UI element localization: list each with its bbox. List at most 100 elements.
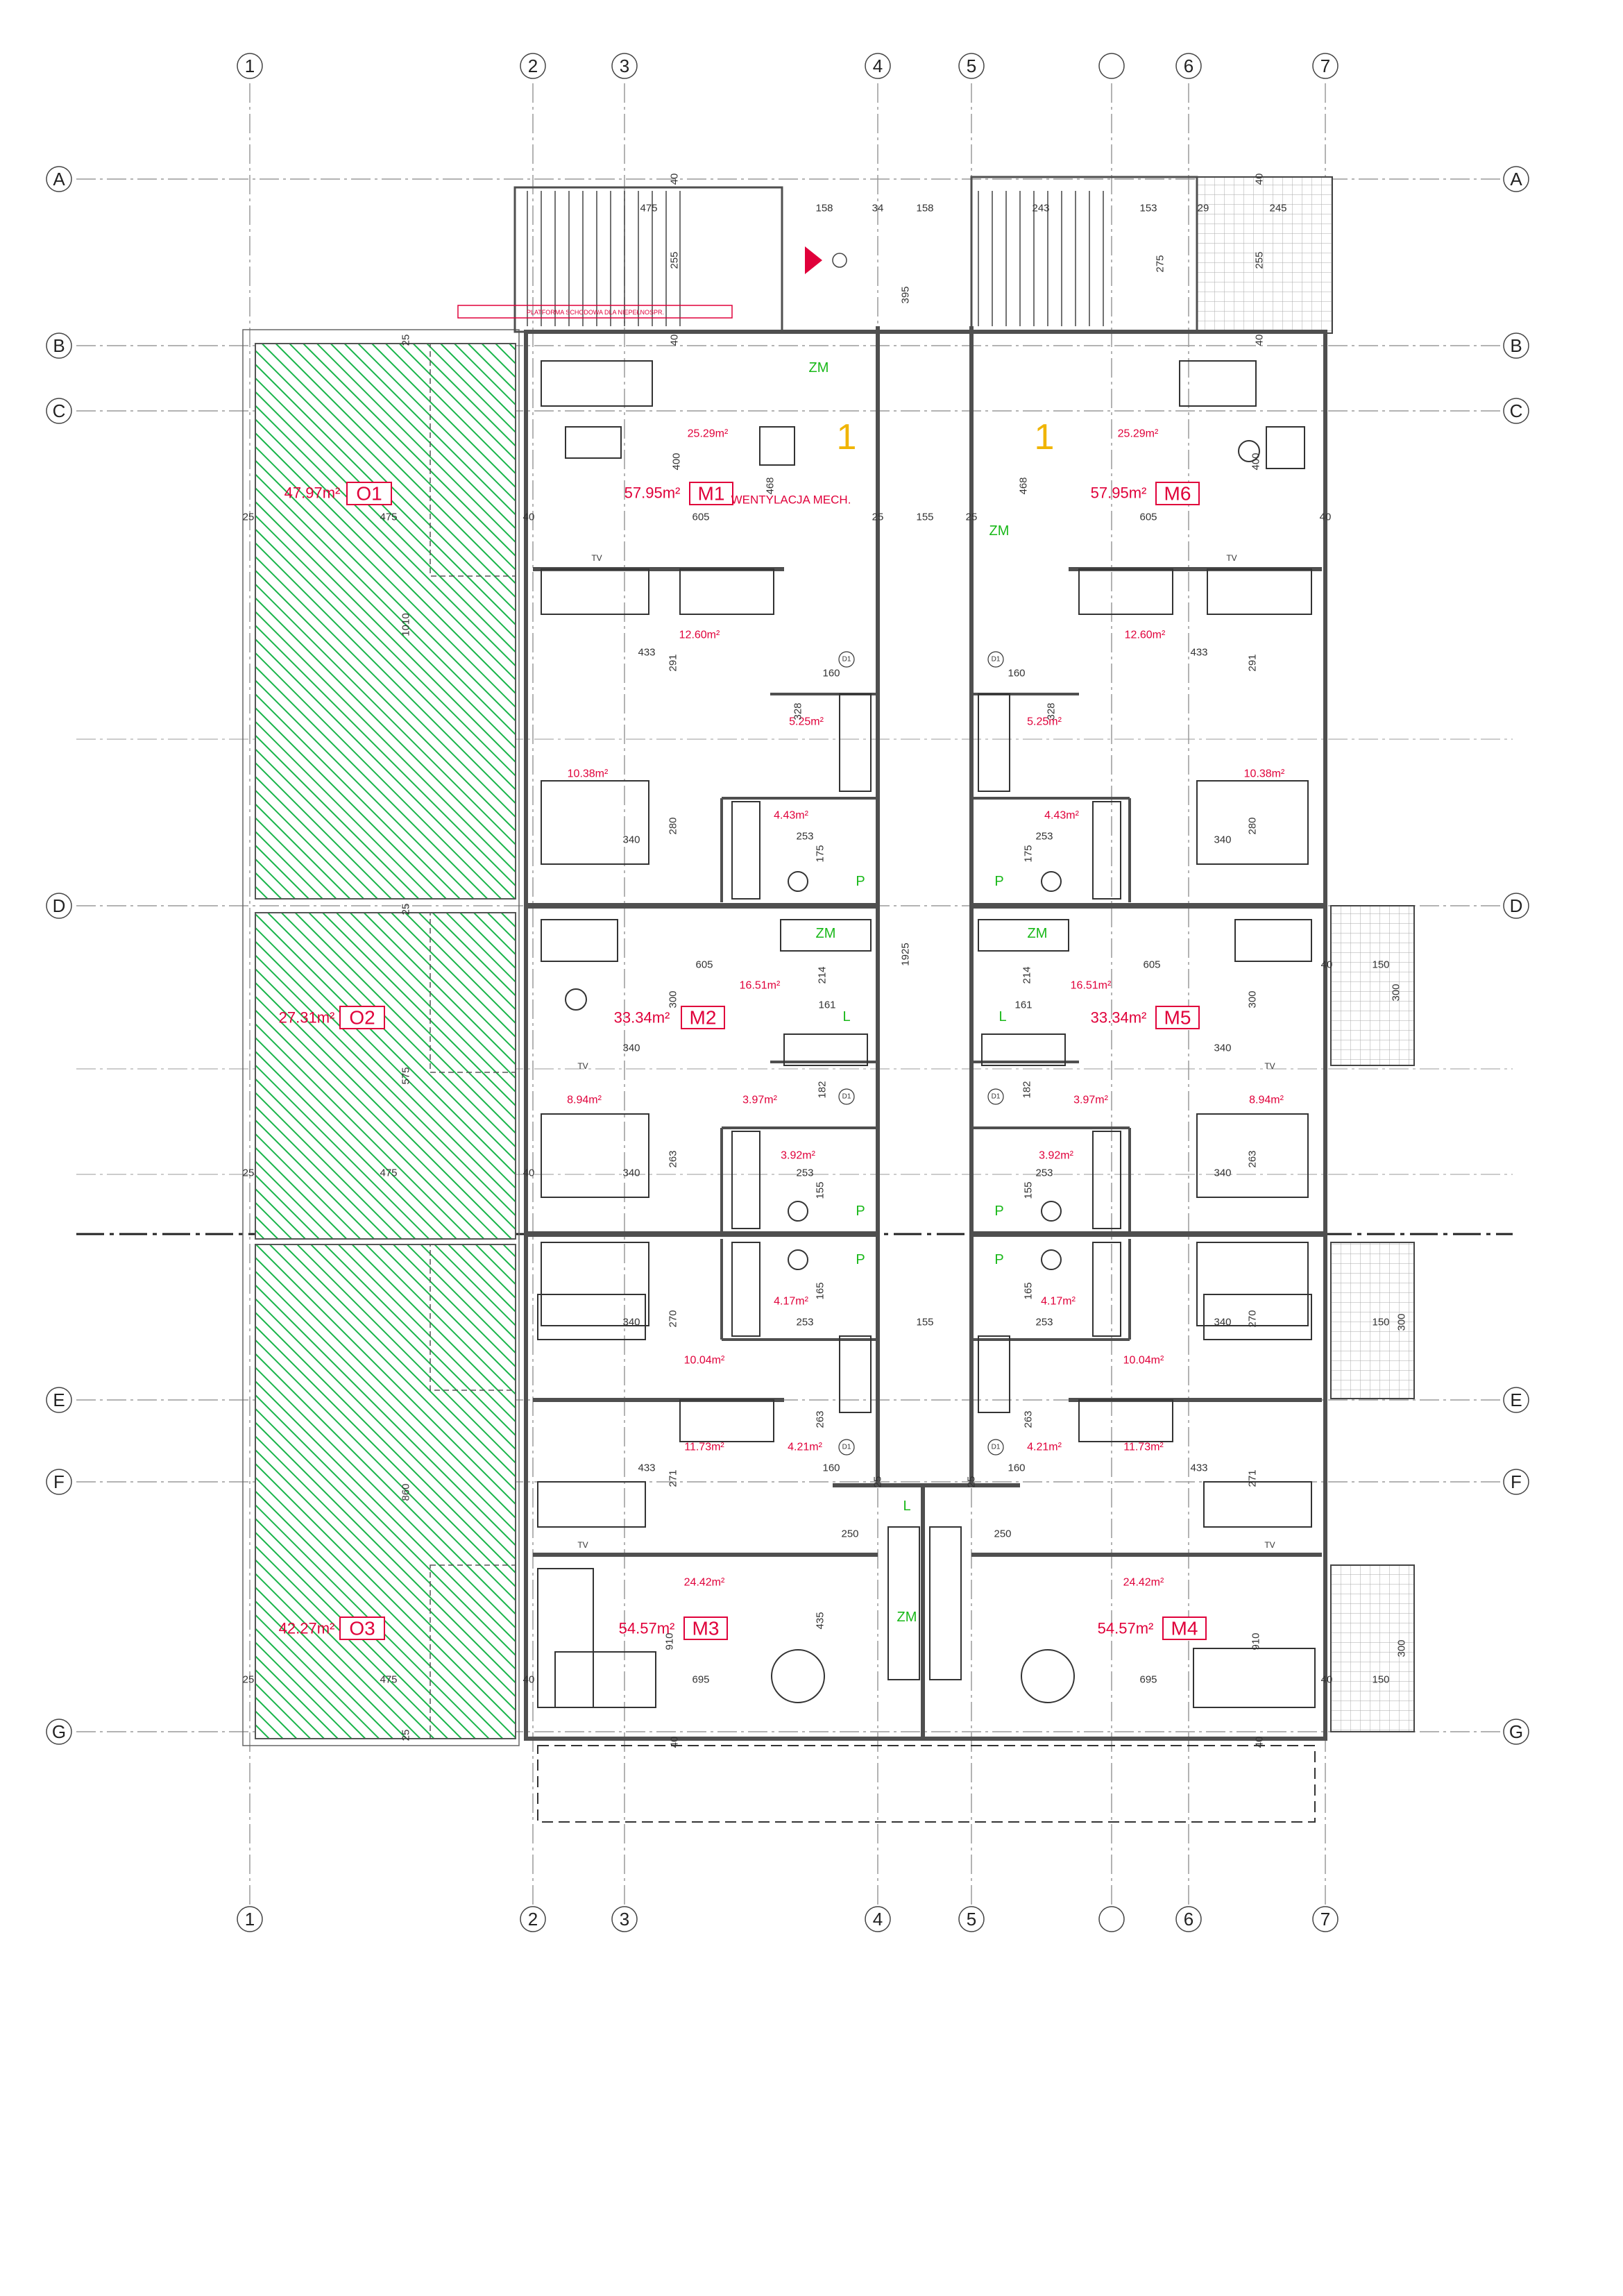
l-label: L <box>999 1009 1006 1024</box>
dimension: 263 <box>815 1410 826 1428</box>
garden-id: O1 <box>356 483 382 505</box>
dimension: 40 <box>669 335 681 346</box>
stairs <box>527 191 1104 326</box>
grid-row-label: E <box>53 1390 65 1410</box>
dimension: 161 <box>1014 999 1032 1011</box>
dimension: 25 <box>872 1476 884 1488</box>
grid-col-label: 1 <box>245 1909 255 1930</box>
room-area: 12.60m² <box>1125 630 1166 641</box>
dimension: 253 <box>1035 1167 1053 1179</box>
dimension: 300 <box>1396 1639 1408 1657</box>
grid-col-label: 7 <box>1320 56 1330 76</box>
dimension: 280 <box>668 817 679 834</box>
room-area: 4.17m² <box>774 1296 808 1308</box>
dimension: 165 <box>1023 1282 1035 1299</box>
dimension: 340 <box>622 1043 640 1054</box>
floor-number: 1 <box>837 417 857 457</box>
dimension: 475 <box>380 1167 397 1179</box>
dimension: 40 <box>1320 512 1332 523</box>
dimension: 910 <box>1250 1632 1262 1650</box>
dimension: 605 <box>692 512 709 523</box>
dimension: 435 <box>815 1612 826 1629</box>
grid-bubbles-rows <box>46 166 1529 1745</box>
meter-label: ZM <box>809 360 829 375</box>
door-tag-label: D1 <box>842 656 851 664</box>
room-area: 25.29m² <box>688 428 729 440</box>
dimension: 25 <box>966 1476 978 1488</box>
dimension: 263 <box>1023 1410 1035 1428</box>
dimension: 468 <box>765 477 776 494</box>
door-tags <box>838 651 1004 1455</box>
dimension: 25 <box>400 904 412 915</box>
grid-col-label: 2 <box>528 56 538 76</box>
room-area: 3.97m² <box>742 1095 777 1106</box>
dimension: 291 <box>1247 654 1259 671</box>
dimension: 150 <box>1372 1317 1389 1328</box>
garden-area: 42.27m² <box>279 1620 335 1637</box>
unit-id: M3 <box>692 1618 720 1639</box>
room-area: 24.42m² <box>684 1577 725 1589</box>
dimension: 214 <box>1021 966 1033 984</box>
room-area: 10.38m² <box>1244 768 1285 780</box>
dimension: 575 <box>400 1067 412 1084</box>
dimension: 433 <box>638 647 655 659</box>
meter-label: ZM <box>1028 926 1048 941</box>
dimension: 255 <box>1254 251 1266 269</box>
dimension: 160 <box>822 1462 840 1474</box>
dimension: 40 <box>1321 959 1333 971</box>
dimension: 270 <box>668 1310 679 1327</box>
gardens <box>242 329 520 1746</box>
room-area: 3.92m² <box>781 1150 815 1162</box>
dimension: 153 <box>1139 203 1157 214</box>
dimension: 155 <box>815 1181 826 1199</box>
door-tag-label: D1 <box>842 1093 851 1101</box>
grid-row-label: G <box>1509 1721 1523 1742</box>
room-area: 11.73m² <box>684 1442 724 1453</box>
room-area: 4.21m² <box>1027 1442 1062 1453</box>
p-label: P <box>994 874 1003 889</box>
dimension: 433 <box>638 1462 655 1474</box>
dimension: 250 <box>841 1528 858 1540</box>
grid-row-label: F <box>53 1471 65 1492</box>
room-area: 24.42m² <box>1123 1577 1164 1589</box>
dimension: 300 <box>1247 990 1259 1008</box>
door-tag-label: D1 <box>992 656 1001 664</box>
grid-row-label: C <box>53 400 66 421</box>
dimension: 40 <box>1254 1737 1266 1748</box>
dimension: 243 <box>1032 203 1049 214</box>
dimension: 40 <box>669 1737 681 1748</box>
p-label: P <box>994 1252 1003 1267</box>
dimension: 160 <box>1008 1462 1025 1474</box>
dimension: 395 <box>900 286 912 303</box>
grid-row-label: E <box>1510 1390 1522 1410</box>
dimension: 271 <box>1247 1469 1259 1487</box>
dimension: 475 <box>380 1674 397 1686</box>
dimension: 263 <box>1247 1150 1259 1167</box>
dimension: 468 <box>1018 477 1030 494</box>
dimension: 150 <box>1372 959 1389 971</box>
dimension: 340 <box>1214 1317 1231 1328</box>
grid-row-label: D <box>1510 895 1523 916</box>
dimension: 400 <box>1250 453 1262 470</box>
dimension: 25 <box>400 1730 412 1741</box>
dimension: 475 <box>640 203 657 214</box>
dimension: 25 <box>243 512 255 523</box>
dimension: 40 <box>523 512 535 523</box>
dimension: 291 <box>668 654 679 671</box>
l-label: L <box>903 1499 910 1514</box>
dimension: 255 <box>669 251 681 269</box>
room-area: 12.60m² <box>679 630 720 641</box>
dimension: 182 <box>1021 1081 1033 1098</box>
dimension: 25 <box>243 1674 255 1686</box>
p-label: P <box>994 1204 1003 1219</box>
room-area: 5.25m² <box>1027 716 1062 728</box>
garden-id: O2 <box>349 1007 375 1029</box>
dimension: 40 <box>669 174 681 185</box>
dimension: 25 <box>966 512 978 523</box>
tv-label: TV <box>577 1540 588 1550</box>
dimension: 263 <box>668 1150 679 1167</box>
dimension: 275 <box>1155 255 1166 272</box>
grid-col-label: 4 <box>873 1909 883 1930</box>
dimension: 340 <box>622 834 640 846</box>
grid-col-label: 6 <box>1184 1909 1193 1930</box>
